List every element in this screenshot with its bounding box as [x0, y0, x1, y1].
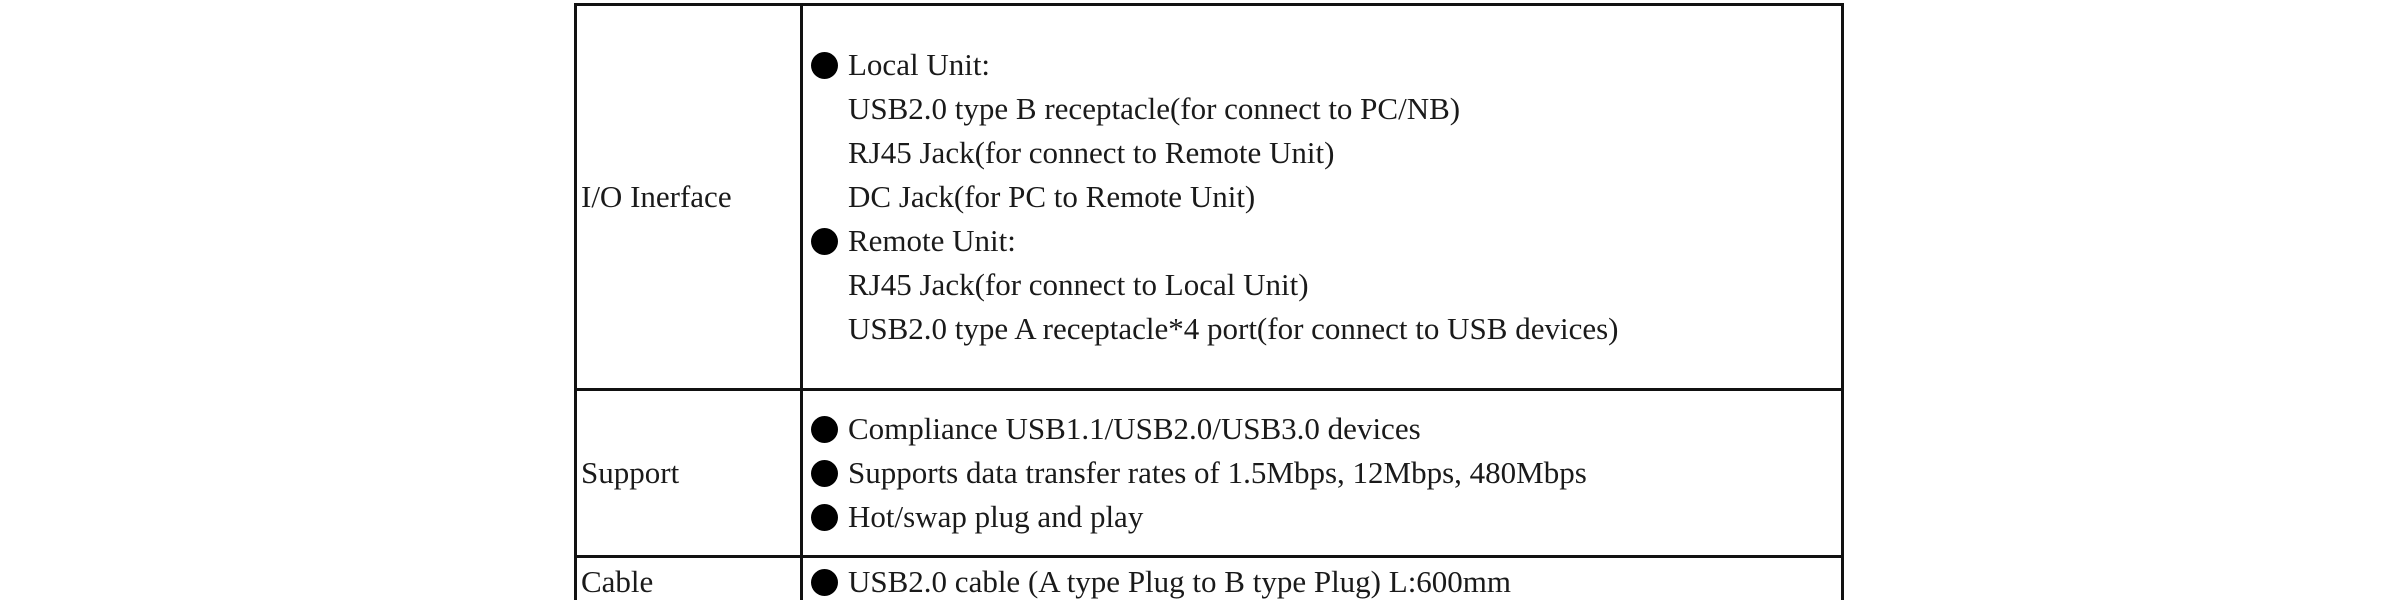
spec-label-cable: Cable — [574, 555, 803, 600]
spec-row-support: Support Compliance USB1.1/USB2.0/USB3.0 … — [574, 388, 1844, 558]
spec-line: Compliance USB1.1/USB2.0/USB3.0 devices — [811, 407, 1841, 451]
spec-label-io-interface: I/O Inerface — [574, 3, 803, 391]
spec-line-text: USB2.0 type B receptacle(for connect to … — [848, 91, 1461, 126]
spec-line-text: Compliance USB1.1/USB2.0/USB3.0 devices — [848, 411, 1421, 446]
spec-line: USB2.0 type B receptacle(for connect to … — [811, 87, 1841, 131]
spec-line-text: USB2.0 cable (A type Plug to B type Plug… — [848, 564, 1512, 599]
spec-line-text: RJ45 Jack(for connect to Remote Unit) — [848, 135, 1335, 170]
spec-line: Local Unit: — [811, 43, 1841, 87]
spec-label-support: Support — [574, 388, 803, 558]
spec-content-cable: USB2.0 cable (A type Plug to B type Plug… — [800, 555, 1844, 600]
spec-row-cable: Cable USB2.0 cable (A type Plug to B typ… — [574, 555, 1844, 600]
spec-line: USB2.0 cable (A type Plug to B type Plug… — [811, 560, 1841, 600]
spec-line-text: Hot/swap plug and play — [848, 499, 1144, 534]
bullet-icon — [811, 459, 838, 487]
bullet-icon — [811, 568, 838, 596]
spec-line: Hot/swap plug and play — [811, 495, 1841, 539]
spec-line: RJ45 Jack(for connect to Local Unit) — [811, 263, 1841, 307]
spec-line: USB2.0 type A receptacle*4 port(for conn… — [811, 307, 1841, 351]
spec-content-io-interface: Local Unit: USB2.0 type B receptacle(for… — [800, 3, 1844, 391]
spec-line-text: RJ45 Jack(for connect to Local Unit) — [848, 267, 1309, 302]
spec-line-text: Local Unit: — [848, 47, 991, 82]
spec-line-text: Supports data transfer rates of 1.5Mbps,… — [848, 455, 1587, 490]
bullet-icon — [811, 503, 838, 531]
bullet-icon — [811, 415, 838, 443]
spec-content-support: Compliance USB1.1/USB2.0/USB3.0 devices … — [800, 388, 1844, 558]
spec-line: Remote Unit: — [811, 219, 1841, 263]
bullet-icon — [811, 51, 838, 79]
spec-line-text: DC Jack(for PC to Remote Unit) — [848, 179, 1256, 214]
spec-line-text: USB2.0 type A receptacle*4 port(for conn… — [848, 311, 1619, 346]
spec-line: Supports data transfer rates of 1.5Mbps,… — [811, 451, 1841, 495]
spec-line: DC Jack(for PC to Remote Unit) — [811, 175, 1841, 219]
spec-line-text: Remote Unit: — [848, 223, 1016, 258]
spec-row-io-interface: I/O Inerface Local Unit: USB2.0 type B r… — [574, 3, 1844, 391]
bullet-icon — [811, 227, 838, 255]
spec-line: RJ45 Jack(for connect to Remote Unit) — [811, 131, 1841, 175]
spec-table: I/O Inerface Local Unit: USB2.0 type B r… — [574, 3, 1844, 600]
